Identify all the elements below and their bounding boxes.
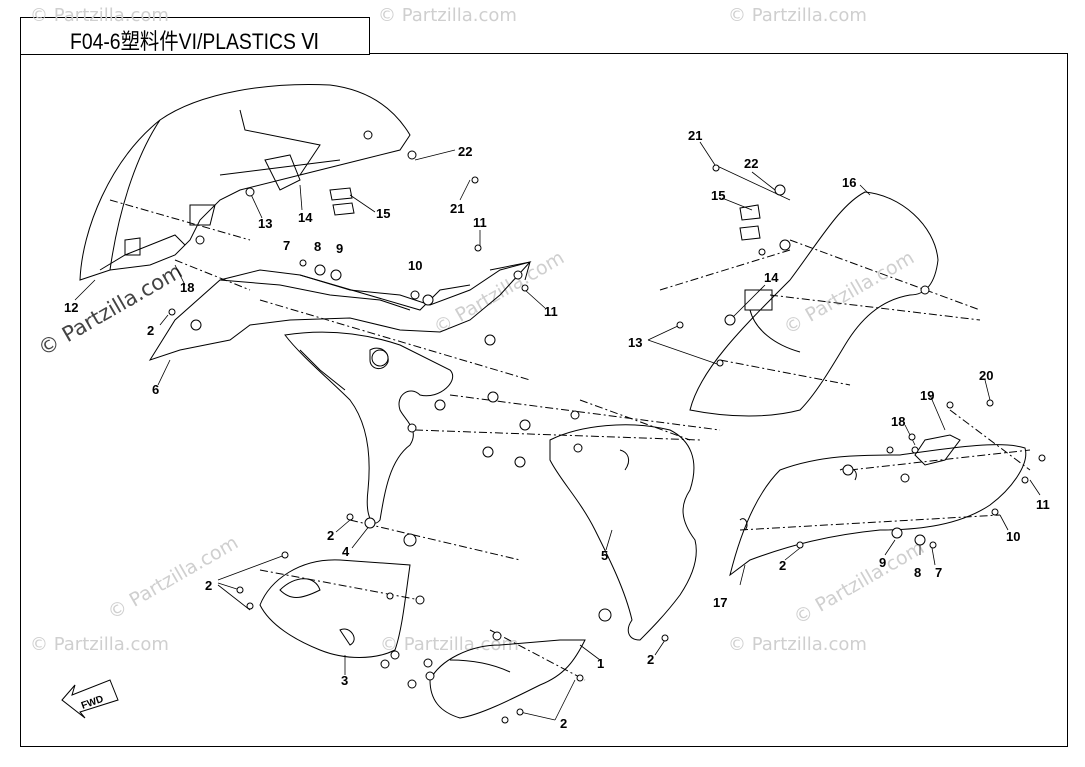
part-number-label: 8 [314, 239, 321, 254]
right-lower-panel-part [729, 444, 1027, 577]
part-number-label: 7 [283, 238, 290, 253]
part-number-label: 2 [147, 323, 154, 338]
watermark: © Partzilla.com [30, 5, 169, 26]
inner-panel-part [284, 331, 453, 524]
part-number-label: 2 [647, 652, 654, 667]
decal-part [744, 289, 773, 311]
part-number-label: 11 [544, 304, 558, 319]
part-number-label: 14 [764, 270, 779, 285]
part-number-label: 20 [979, 368, 993, 383]
diagram-title: F04-6塑料件VI/PLASTICS Ⅵ [70, 29, 320, 54]
part-number-label: 11 [473, 215, 487, 230]
bracket-part [914, 434, 961, 466]
part-labels: 12 13 14 15 22 21 11 7 8 9 10 11 18 2 6 … [64, 128, 1050, 731]
part-number-label: 21 [688, 128, 702, 143]
part-number-label: 2 [205, 578, 212, 593]
lower-center-panel-part [429, 639, 586, 719]
part-number-label: 1 [597, 656, 604, 671]
part-number-label: 2 [327, 528, 334, 543]
part-number-label: 18 [891, 414, 905, 429]
part-number-label: 5 [601, 548, 608, 563]
fwd-label: FWD [80, 694, 105, 712]
part-number-label: 22 [458, 144, 472, 159]
part-number-label: 9 [879, 555, 886, 570]
part-number-label: 13 [628, 335, 642, 350]
part-number-label: 21 [450, 201, 464, 216]
part-number-label: 19 [920, 388, 934, 403]
title-box [20, 17, 370, 55]
decal-part [739, 204, 761, 221]
watermark: © Partzilla.com [728, 634, 867, 655]
part-number-label: 16 [842, 175, 856, 190]
part-number-label: 8 [914, 565, 921, 580]
decal-part [332, 202, 355, 216]
part-number-label: 13 [258, 216, 272, 231]
part-number-label: 4 [342, 544, 350, 559]
part-number-label: 12 [64, 300, 78, 315]
right-upper-panel-part [689, 191, 939, 417]
decal-part [739, 225, 761, 241]
part-number-label: 22 [744, 156, 758, 171]
watermark: © Partzilla.com [378, 5, 517, 26]
part-number-label: 2 [560, 716, 567, 731]
part-number-label: 2 [779, 558, 786, 573]
part-number-label: 10 [408, 258, 422, 273]
part-number-label: 14 [298, 210, 313, 225]
center-panel-part [549, 424, 697, 641]
watermark: © Partzilla.com [728, 5, 867, 26]
part-number-label: 18 [180, 280, 194, 295]
lower-left-panel-part [259, 559, 411, 658]
part-number-label: 15 [711, 188, 725, 203]
fwd-arrow-icon [61, 679, 119, 719]
part-number-label: 7 [935, 565, 942, 580]
part-number-label: 15 [376, 206, 390, 221]
part-number-label: 3 [341, 673, 348, 688]
leader-lines [74, 141, 1041, 721]
part-number-label: 6 [152, 382, 159, 397]
decal-part [329, 187, 353, 201]
assembly-lines [109, 199, 1031, 681]
front-cowl-part [79, 84, 411, 281]
fasteners [168, 130, 1046, 724]
part-number-label: 9 [336, 241, 343, 256]
watermark: © Partzilla.com [380, 634, 519, 655]
part-number-label: 17 [713, 595, 727, 610]
part-number-label: 11 [1036, 497, 1050, 512]
part-number-label: 10 [1006, 529, 1020, 544]
watermark: © Partzilla.com [30, 634, 169, 655]
diagram-frame [20, 53, 1068, 747]
